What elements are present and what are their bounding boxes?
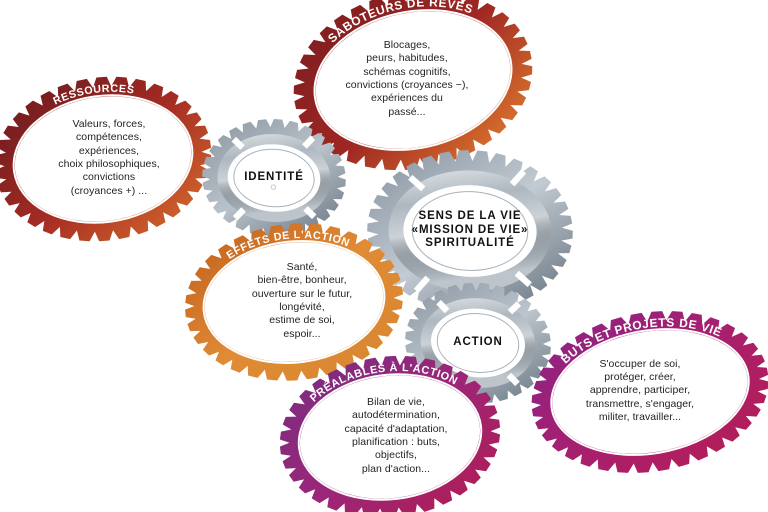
gear-spoke-gap xyxy=(303,206,317,220)
gear-spoke-gap xyxy=(408,174,426,192)
gear-ressources: RESSOURCES xyxy=(0,76,212,242)
gear-hub xyxy=(411,191,529,271)
gear-sens-de-la-vie xyxy=(367,150,573,312)
gear-face-edge xyxy=(202,240,386,364)
gear-face-edge xyxy=(550,328,750,456)
gear-face-edge xyxy=(297,373,483,501)
gear-spoke-gap xyxy=(507,301,522,315)
gear-spoke-gap xyxy=(231,136,245,150)
gear-spoke-gap xyxy=(413,275,431,293)
gear-face-edge xyxy=(12,94,194,224)
gear-face xyxy=(204,242,384,362)
gear-identite xyxy=(202,119,346,237)
gear-hub xyxy=(436,313,520,373)
gear-prealables-a-laction: PRÉALABLES À L'ACTION xyxy=(279,353,501,512)
gear-hub xyxy=(233,148,315,208)
gear-spoke-gap xyxy=(302,135,316,149)
gear-spoke-gap xyxy=(514,270,532,288)
gear-spoke-ring xyxy=(217,134,331,222)
gear-face xyxy=(552,330,748,454)
gear-center-mark xyxy=(270,184,277,190)
gear-face-edge xyxy=(313,9,513,151)
gear-spoke-gap xyxy=(436,299,450,314)
gear-buts-et-projets-de-vie: BUTS ET PROJETS DE VIE xyxy=(531,303,768,473)
gear-spoke-gap xyxy=(232,207,246,221)
gear-face xyxy=(14,96,192,222)
gear-spoke-gap xyxy=(509,169,527,187)
gear-spoke-gap xyxy=(506,372,520,387)
gear-face xyxy=(299,375,481,499)
gear-face xyxy=(315,11,511,149)
gear-effets-de-laction: EFFETS DE L'ACTION xyxy=(185,223,403,381)
